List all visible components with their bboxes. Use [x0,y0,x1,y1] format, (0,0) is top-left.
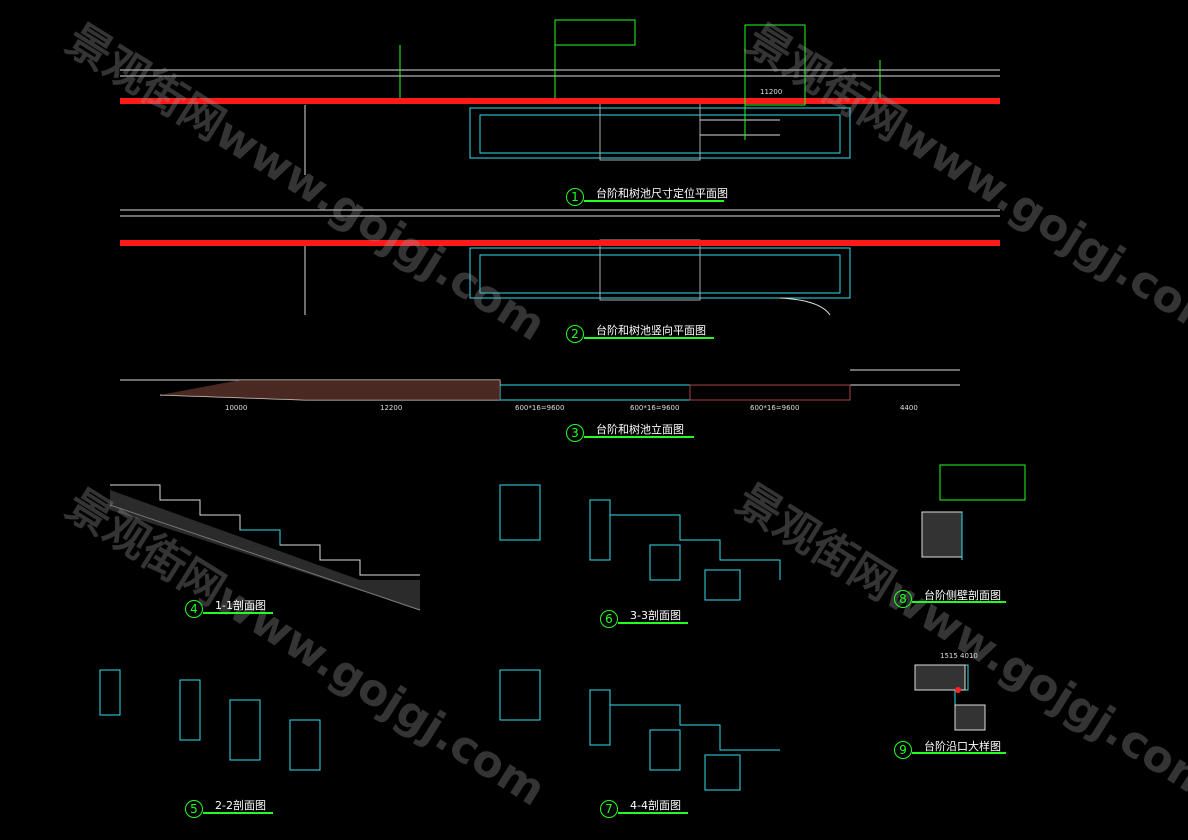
dim-detail-9: 1515 4010 [940,652,978,660]
section-7-linework [499,669,780,791]
title-underline [618,812,688,814]
section-4-fill [110,490,420,610]
dim-elev-a: 600*16=9600 [515,404,565,412]
title-underline [618,622,688,624]
drawing-title-3: 台阶和树池立面图 [596,423,684,436]
title-underline [912,601,1006,603]
dim-elev-mid: 12200 [380,404,403,412]
dim-elev-left: 10000 [225,404,248,412]
drawing-title-1: 台阶和树池尺寸定位平面图 [596,187,728,200]
detail-8-linework [921,464,1026,560]
section-6-linework [499,484,781,601]
drawing-number-3: 3 [566,424,584,442]
detail-9-linework [914,664,986,731]
elevation-3-fill [160,380,500,400]
drawing-title-7: 4-4剖面图 [630,799,681,812]
drawing-number-5: 5 [185,800,203,818]
plan-1-linework [120,69,1000,175]
drawing-title-4: 1-1剖面图 [215,599,266,612]
dim-plan-right: 11200 [760,88,783,96]
drawing-number-6: 6 [600,610,618,628]
drawing-title-6: 3-3剖面图 [630,609,681,622]
title-underline [203,612,273,614]
drawing-title-2: 台阶和树池竖向平面图 [596,324,706,337]
drawing-number-2: 2 [566,325,584,343]
plan-1-red-band [120,98,1000,104]
title-underline [912,752,1006,754]
plan-1-leaders [399,19,881,140]
section-5-linework [99,669,321,771]
title-underline [584,436,694,438]
title-underline [584,337,714,339]
drawing-title-5: 2-2剖面图 [215,799,266,812]
drawing-title-9: 台阶沿口大样图 [924,740,1001,753]
title-underline [203,812,273,814]
title-underline [584,200,724,202]
drawing-title-8: 台阶侧壁剖面图 [924,589,1001,602]
dim-elev-right: 4400 [900,404,918,412]
drawing-number-7: 7 [600,800,618,818]
dim-elev-c: 600*16=9600 [750,404,800,412]
drawing-number-4: 4 [185,600,203,618]
plan-2-linework [120,209,1000,316]
drawing-number-8: 8 [894,590,912,608]
drawing-number-1: 1 [566,188,584,206]
dim-elev-b: 600*16=9600 [630,404,680,412]
drawing-number-9: 9 [894,741,912,759]
plan-2-red-band [120,240,1000,246]
